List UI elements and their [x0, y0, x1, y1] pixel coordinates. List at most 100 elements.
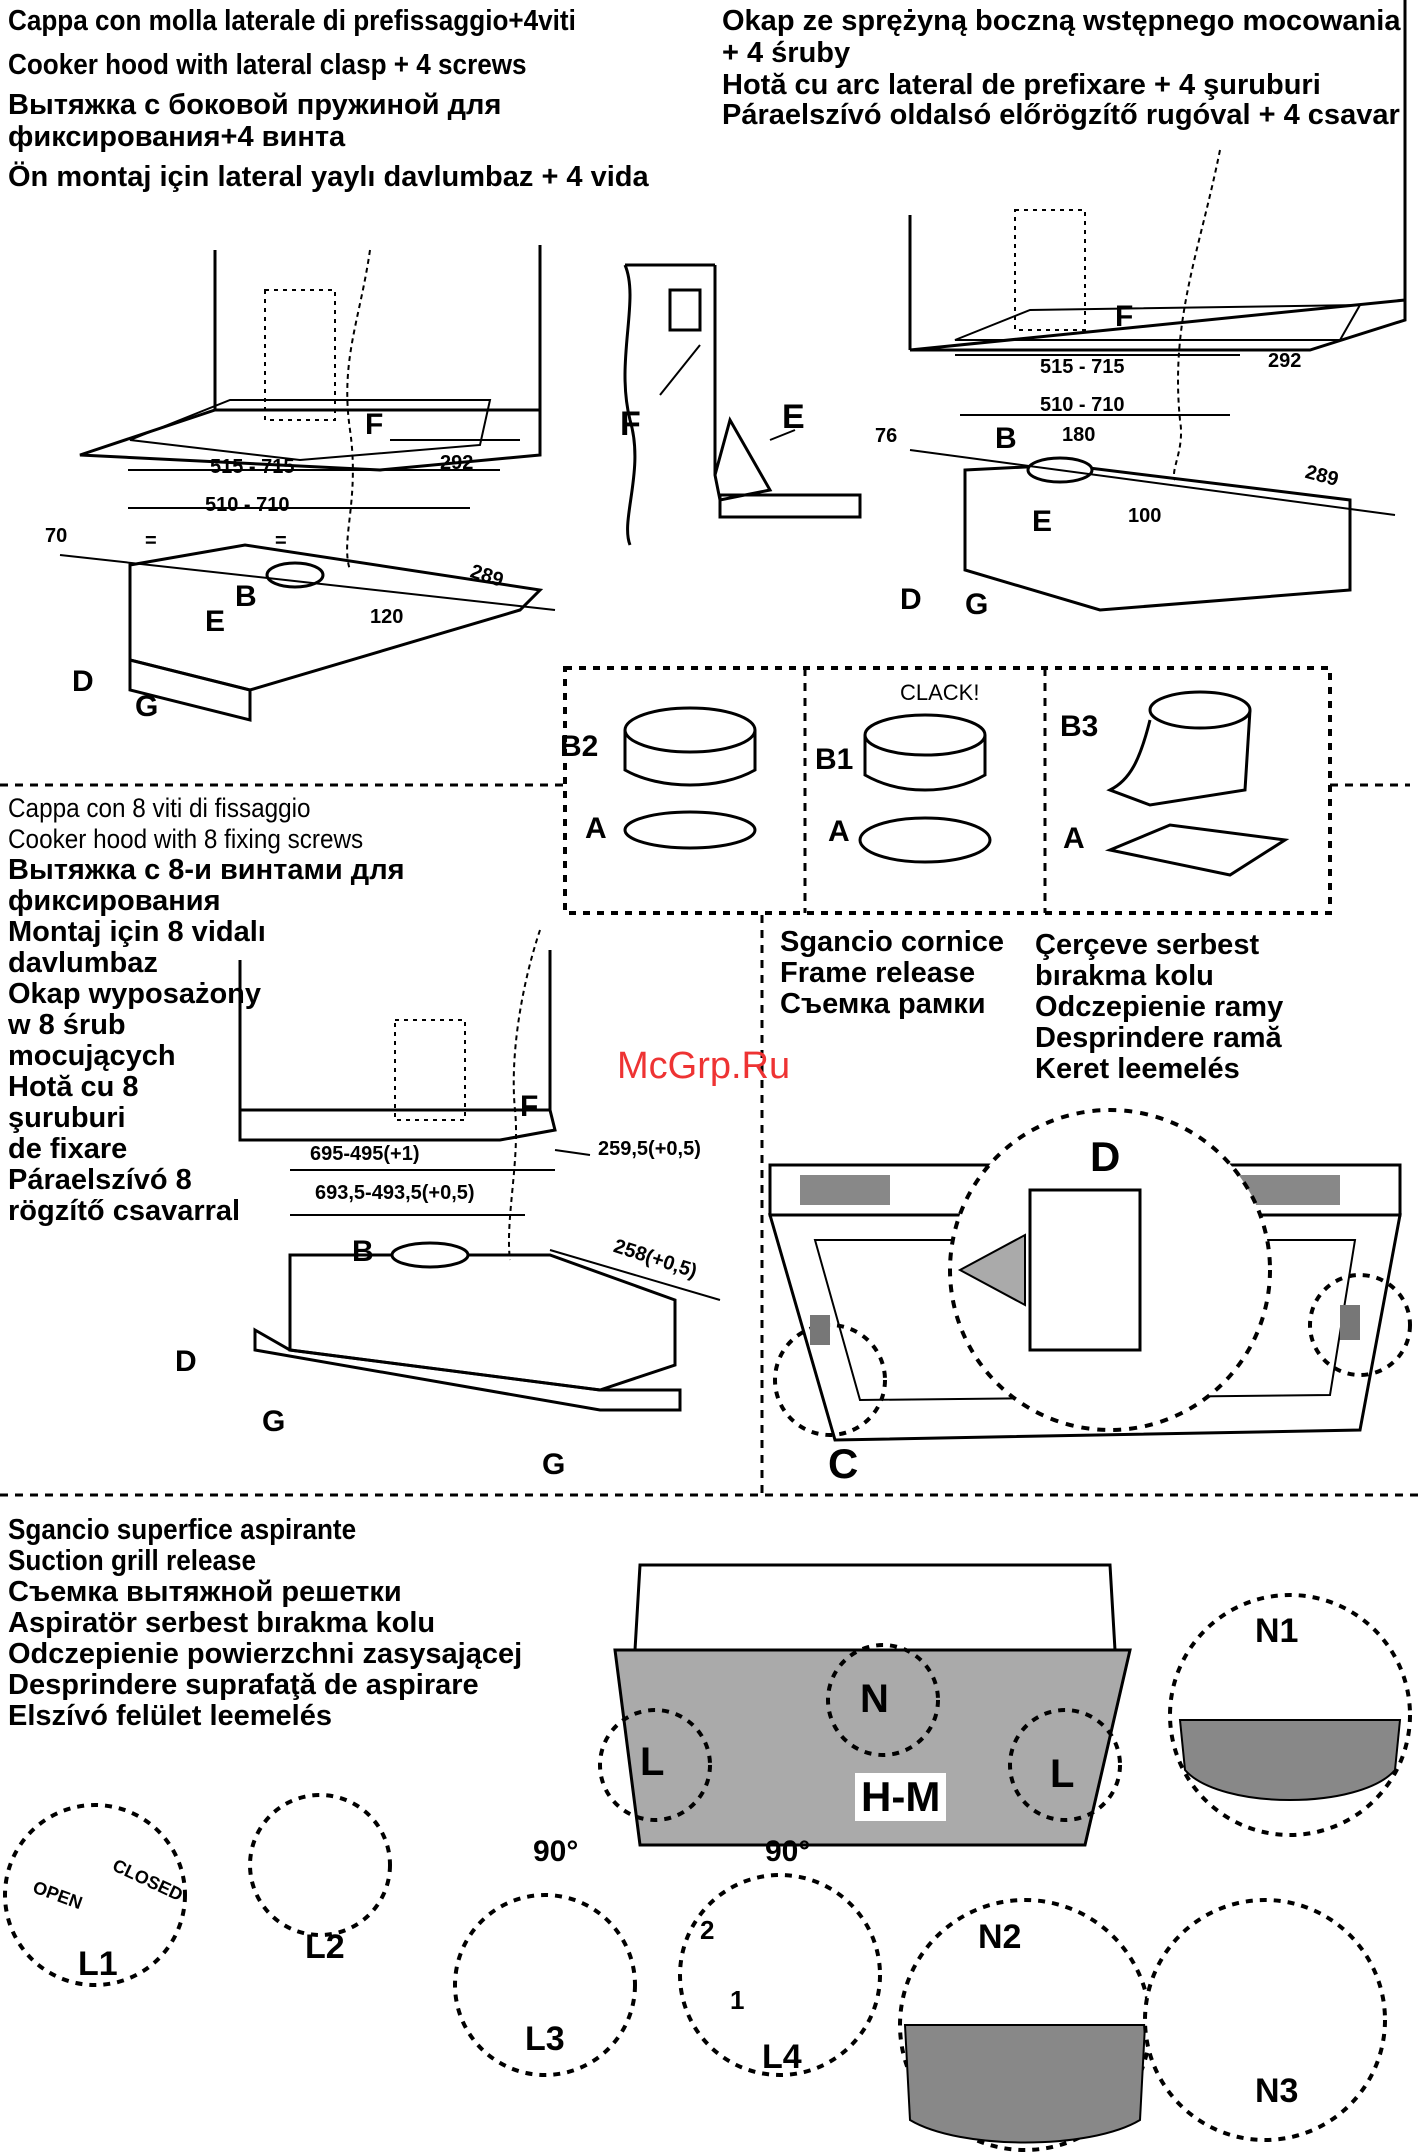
s2-line: Páraelszívó 8	[8, 1164, 192, 1196]
right-depth-outer: 292	[1268, 350, 1302, 372]
title-hu: Páraelszívó oldalsó előrögzítő rugóval +…	[722, 99, 1400, 131]
right-gap-1: 180	[1062, 424, 1096, 446]
right-width-outer: 515 - 715	[1040, 356, 1125, 378]
grill-label-N: N	[860, 1677, 889, 1721]
s2-line: davlumbaz	[8, 947, 158, 979]
title-en: Cooker hood with lateral clasp + 4 screw…	[8, 49, 527, 81]
fr-line: Съемка рамки	[780, 988, 986, 1020]
frame-label-D: D	[1090, 1133, 1121, 1180]
right-offset: 76	[875, 425, 898, 447]
frame-release-col1: Sgancio cornice Frame release Съемка рам…	[780, 927, 1004, 1020]
fr-line: Desprindere ramă	[1035, 1022, 1282, 1054]
label-N2: N2	[978, 1918, 1022, 1956]
frame-label-C: C	[828, 1440, 859, 1487]
grill-label-L-right: L	[1050, 1752, 1075, 1796]
left-width-inner: 510 - 710	[205, 494, 290, 516]
grill-label-L-left: L	[640, 1740, 665, 1784]
s2-label-G2: G	[542, 1448, 566, 1481]
flange-label-B2: B2	[560, 730, 599, 763]
section2-text: Cappa con 8 viti di fissaggio Cooker hoo…	[8, 793, 405, 1227]
title-pl-2: + 4 śruby	[722, 37, 851, 69]
suction-text: Sgancio superfice aspirante Suction gril…	[8, 1515, 522, 1732]
left-eq-2: =	[275, 530, 287, 552]
flange-label-A1: A	[585, 812, 607, 845]
fr-line: Keret leemelés	[1035, 1053, 1240, 1085]
title-it: Cappa con molla laterale di prefissaggio…	[8, 5, 576, 37]
right-label-E: E	[1032, 505, 1053, 538]
right-label-B: B	[995, 422, 1017, 455]
left-gap: 120	[370, 606, 404, 628]
deg-label-2: 90°	[765, 1835, 811, 1868]
left-depth-outer: 292	[440, 452, 474, 474]
s2-line: de fixare	[8, 1133, 128, 1165]
s2-label-B: B	[352, 1235, 374, 1268]
left-label-G: G	[135, 690, 159, 723]
fr-line: Odczepienie ramy	[1035, 991, 1284, 1023]
suction-line: Съемка вытяжной решетки	[8, 1576, 402, 1608]
step-label-2: 2	[700, 1915, 715, 1945]
label-L2: L2	[305, 1928, 345, 1966]
title-tr: Ön montaj için lateral yaylı davlumbaz +…	[8, 161, 649, 193]
deg-label-1: 90°	[533, 1835, 579, 1868]
s2-line: w 8 śrub	[8, 1009, 126, 1041]
watermark-text: McGrp.Ru	[617, 1045, 791, 1087]
s2-line: Hotă cu 8	[8, 1071, 139, 1103]
detail-label-F: F	[620, 405, 641, 443]
suction-line: Odczepienie powierzchni zasysającej	[8, 1638, 523, 1670]
title-ro: Hotă cu arc lateral de prefixare + 4 şur…	[722, 69, 1321, 101]
right-label-D: D	[900, 583, 922, 616]
clack-text: CLACK!	[900, 680, 980, 705]
clip-detail-drawing	[623, 263, 862, 546]
step-label-1: 1	[730, 1985, 745, 2015]
flange-label-B3: B3	[1060, 710, 1099, 743]
s2-line: Вытяжка с 8-и винтами для	[8, 854, 405, 886]
s2-label-G1: G	[262, 1405, 286, 1438]
s2-line: rögzítő csavarral	[8, 1195, 241, 1227]
left-label-D: D	[72, 665, 94, 698]
flange-label-A2: A	[828, 815, 850, 848]
fr-line: Frame release	[780, 957, 976, 989]
right-gap-2: 100	[1128, 505, 1162, 527]
left-eq-1: =	[145, 530, 157, 552]
right-width-inner: 510 - 710	[1040, 394, 1125, 416]
label-N3: N3	[1255, 2072, 1299, 2110]
s2-dim-1: 695-495(+1)	[310, 1143, 420, 1165]
grill-label-HM: H-M	[855, 1773, 947, 1821]
title-pl-1: Okap ze sprężyną boczną wstępnego mocowa…	[722, 5, 1401, 37]
left-hood-drawing	[59, 245, 556, 722]
left-label-B: B	[235, 580, 257, 613]
title-ru-1: Вытяжка с боковой пружиной для	[8, 89, 502, 121]
label-N1: N1	[1255, 1612, 1299, 1650]
title-ru-2: фиксирования+4 винта	[8, 121, 346, 153]
s2-label-F: F	[520, 1090, 539, 1123]
suction-line: Elszívó felület leemelés	[8, 1700, 332, 1732]
s2-line: Montaj için 8 vidalı	[8, 916, 266, 948]
suction-grill-drawing	[3, 1563, 1412, 2152]
left-offset: 70	[45, 525, 68, 547]
fr-line: bırakma kolu	[1035, 960, 1214, 992]
s2-dim-3: 259,5(+0,5)	[598, 1138, 701, 1160]
suction-line: Suction grill release	[8, 1545, 257, 1577]
label-L1: L1	[78, 1945, 118, 1983]
s2-line: mocujących	[8, 1040, 176, 1072]
right-label-F: F	[1115, 300, 1134, 333]
flange-label-B1: B1	[815, 743, 854, 776]
frame-release-drawing	[768, 1108, 1412, 1442]
left-label-F: F	[365, 408, 384, 441]
s2-line: фиксирования	[8, 885, 221, 917]
label-L4: L4	[762, 2038, 802, 2076]
s2-line: Okap wyposażony	[8, 978, 262, 1010]
frame-release-col2: Çerçeve serbest bırakma kolu Odczepienie…	[1035, 930, 1283, 1085]
suction-line: Sgancio superfice aspirante	[8, 1514, 357, 1546]
flange-label-A3: A	[1063, 822, 1085, 855]
detail-label-E: E	[782, 398, 805, 436]
flange-box-drawing	[563, 666, 1332, 915]
left-width-outer: 515 - 715	[210, 456, 295, 478]
s2-dim-2: 693,5-493,5(+0,5)	[315, 1182, 475, 1204]
s2-line: Cooker hood with 8 fixing screws	[8, 824, 364, 854]
s2-line: şuruburi	[8, 1102, 126, 1134]
suction-line: Desprindere suprafaţă de aspirare	[8, 1669, 479, 1701]
right-label-G: G	[965, 588, 989, 621]
eight-screw-hood-drawing	[238, 929, 721, 1412]
